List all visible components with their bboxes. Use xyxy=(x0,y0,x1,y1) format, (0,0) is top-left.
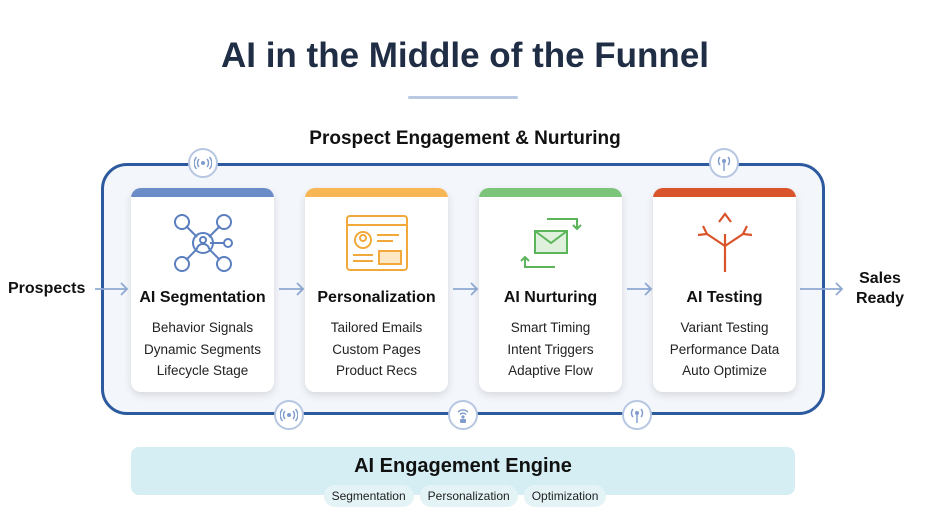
prospects-label: Prospects xyxy=(8,280,86,297)
sales-ready-line-1: Sales xyxy=(859,270,901,287)
stage-title: Personalization xyxy=(317,289,436,306)
engine-pill: Segmentation xyxy=(323,485,414,507)
engine-pills: Segmentation Personalization Optimizatio… xyxy=(0,485,930,507)
card-accent-bar xyxy=(305,188,448,197)
stage-item: Dynamic Segments xyxy=(143,341,262,357)
arrow-icon xyxy=(95,282,129,296)
sales-ready-line-2: Ready xyxy=(855,290,905,307)
arrow-icon xyxy=(279,282,305,296)
stage-card-nurturing: AI Nurturing Smart Timing Intent Trigger… xyxy=(479,188,622,392)
antenna-icon xyxy=(709,148,739,178)
network-users-icon xyxy=(131,197,274,289)
card-accent-bar xyxy=(131,188,274,197)
stage-item: Product Recs xyxy=(335,363,418,378)
email-cycle-icon xyxy=(479,197,622,289)
page-title: AI in the Middle of the Funnel xyxy=(220,36,710,75)
engine-pill: Optimization xyxy=(523,485,607,507)
stage-item: Custom Pages xyxy=(332,341,421,357)
card-accent-bar xyxy=(653,188,796,197)
engine-title: AI Engagement Engine xyxy=(354,455,572,477)
stage-title: AI Nurturing xyxy=(503,289,598,306)
stage-card-segmentation: AI Segmentation Behavior Signals Dynamic… xyxy=(131,188,274,392)
stage-item: Performance Data xyxy=(669,341,780,357)
stage-item: Variant Testing xyxy=(680,320,769,335)
stage-item: Auto Optimize xyxy=(682,363,767,378)
stage-item: Behavior Signals xyxy=(151,320,254,335)
stage-item: Lifecycle Stage xyxy=(156,363,249,378)
stage-item: Adaptive Flow xyxy=(508,363,593,378)
wireless-signal-icon xyxy=(188,148,218,178)
title-underline xyxy=(408,96,518,99)
broadcast-user-icon xyxy=(448,400,478,430)
stage-item: Tailored Emails xyxy=(330,320,423,335)
stage-card-personalization: Personalization Tailored Emails Custom P… xyxy=(305,188,448,392)
arrow-icon xyxy=(627,282,653,296)
arrow-icon xyxy=(453,282,479,296)
stage-card-testing: AI Testing Variant Testing Performance D… xyxy=(653,188,796,392)
wireless-signal-icon xyxy=(274,400,304,430)
stage-title: AI Segmentation xyxy=(139,289,266,306)
profile-page-icon xyxy=(305,197,448,289)
split-arrows-icon xyxy=(653,197,796,289)
stage-item: Smart Timing xyxy=(510,320,591,335)
section-subtitle: Prospect Engagement & Nurturing xyxy=(309,128,621,149)
antenna-icon xyxy=(622,400,652,430)
arrow-icon xyxy=(800,282,844,296)
stage-item: Intent Triggers xyxy=(507,341,594,357)
card-accent-bar xyxy=(479,188,622,197)
stage-title: AI Testing xyxy=(686,289,763,306)
engine-pill: Personalization xyxy=(419,485,518,507)
